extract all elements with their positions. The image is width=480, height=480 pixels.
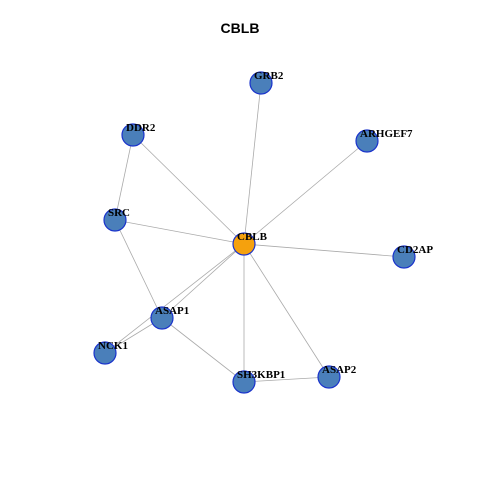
node-label-asap1: ASAP1 bbox=[155, 305, 189, 317]
nodes-layer bbox=[93, 71, 416, 394]
node-ddr2[interactable] bbox=[121, 123, 145, 147]
node-grb2[interactable] bbox=[249, 71, 273, 95]
edge-cblb-asap2 bbox=[243, 243, 330, 378]
edge-asap1-sh3kbp1 bbox=[161, 317, 245, 383]
node-arhgef7[interactable] bbox=[355, 129, 379, 153]
edge-sh3kbp1-asap2 bbox=[243, 376, 330, 383]
node-label-arhgef7: ARHGEF7 bbox=[360, 128, 413, 140]
node-label-grb2: GRB2 bbox=[254, 70, 284, 82]
edge-cblb-asap1 bbox=[161, 243, 245, 319]
node-label-src: SRC bbox=[108, 207, 130, 219]
node-src[interactable] bbox=[103, 208, 127, 232]
edge-cblb-ddr2 bbox=[132, 134, 245, 245]
node-label-cd2ap: CD2AP bbox=[397, 244, 433, 256]
node-cblb[interactable] bbox=[232, 232, 256, 256]
node-asap2[interactable] bbox=[317, 365, 341, 389]
edge-cblb-grb2 bbox=[243, 82, 262, 245]
graph-title: CBLB bbox=[220, 20, 260, 36]
edge-cblb-cd2ap bbox=[243, 243, 405, 258]
node-cd2ap[interactable] bbox=[392, 245, 416, 269]
edge-ddr2-src bbox=[114, 134, 134, 221]
node-asap1[interactable] bbox=[150, 306, 174, 330]
node-label-asap2: ASAP2 bbox=[322, 364, 357, 376]
edge-cblb-arhgef7 bbox=[243, 140, 368, 245]
node-label-nck1: NCK1 bbox=[98, 340, 128, 352]
node-label-sh3kbp1: SH3KBP1 bbox=[237, 369, 285, 381]
edge-cblb-src bbox=[114, 219, 245, 245]
edge-src-asap1 bbox=[114, 219, 163, 319]
node-label-ddr2: DDR2 bbox=[126, 122, 156, 134]
node-nck1[interactable] bbox=[93, 341, 117, 365]
node-sh3kbp1[interactable] bbox=[232, 370, 256, 394]
node-label-cblb: CBLB bbox=[237, 231, 268, 243]
edge-cblb-nck1 bbox=[104, 243, 245, 354]
